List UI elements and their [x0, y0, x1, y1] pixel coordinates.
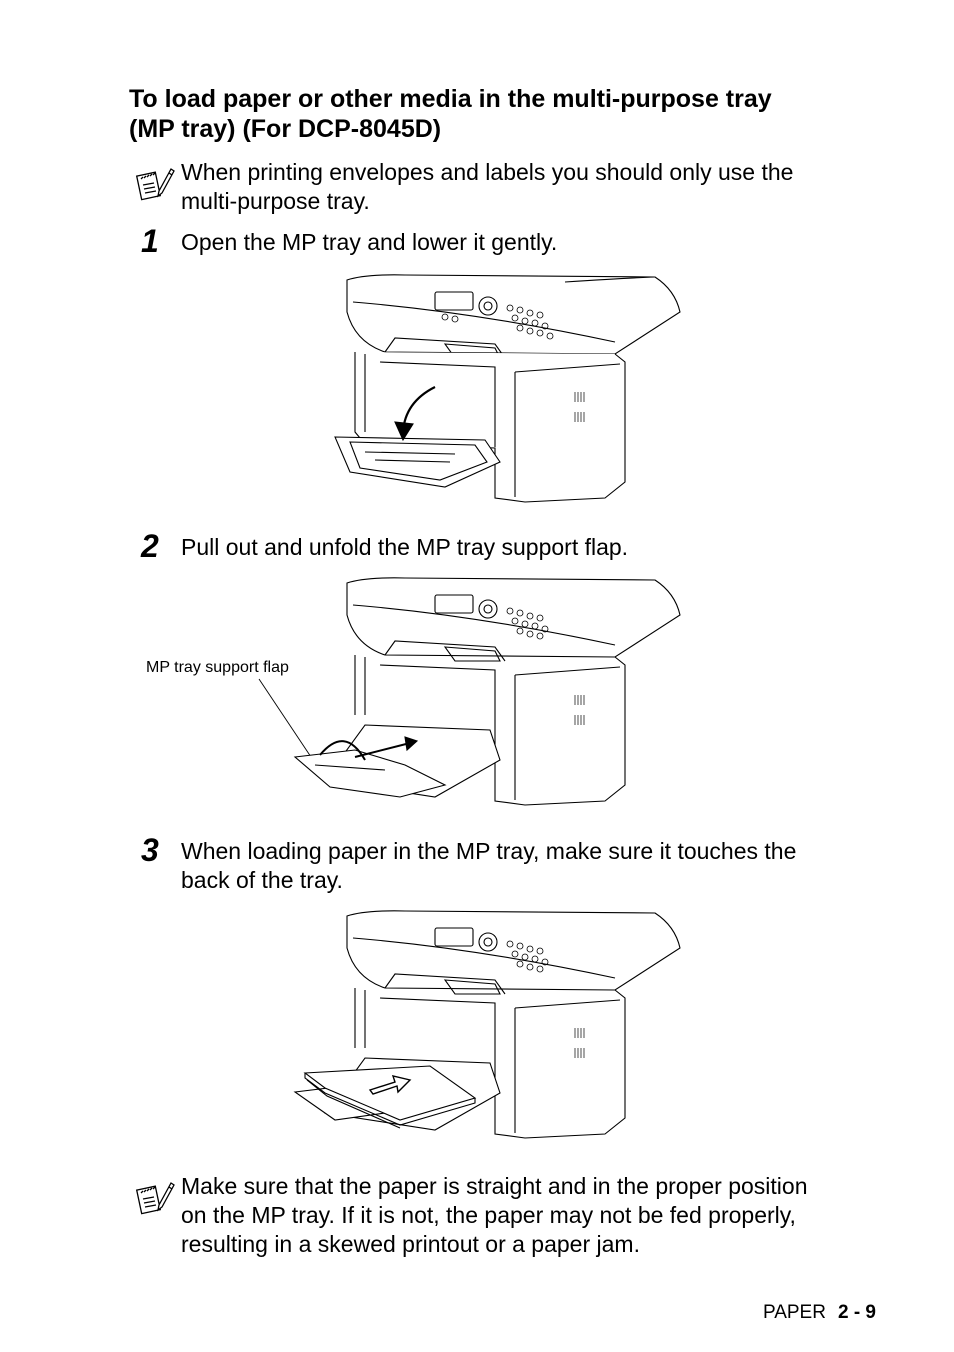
note-1-line-2: multi-purpose tray.: [181, 188, 370, 214]
step-1-number: 1: [141, 223, 159, 259]
section-heading: To load paper or other media in the mult…: [129, 84, 889, 144]
footer-section: PAPER: [762, 1302, 826, 1323]
step-2-text: Pull out and unfold the MP tray support …: [181, 533, 871, 562]
step-1-line-1: Open the MP tray and lower it gently.: [181, 229, 558, 255]
step-3-line-2: back of the tray.: [181, 867, 343, 893]
step-3-number: 3: [141, 832, 159, 868]
footer-page-number: 2 - 9: [837, 1302, 876, 1323]
note-1-line-1: When printing envelopes and labels you s…: [181, 159, 794, 185]
note-pad-pencil-icon: [135, 1177, 175, 1217]
page-footer: PAPER 2 - 9: [763, 1302, 876, 1324]
figure-support-flap: [255, 575, 685, 810]
step-3-line-1: When loading paper in the MP tray, make …: [181, 838, 797, 864]
note-2-line-2: on the MP tray. If it is not, the paper …: [181, 1202, 796, 1228]
heading-line-1: To load paper or other media in the mult…: [129, 85, 772, 113]
step-2-line-1: Pull out and unfold the MP tray support …: [181, 534, 629, 560]
note-1-text: When printing envelopes and labels you s…: [181, 158, 871, 216]
heading-line-2: (MP tray) (For DCP-8045D): [129, 115, 442, 143]
step-1-text: Open the MP tray and lower it gently.: [181, 228, 871, 257]
note-pad-pencil-icon: [135, 163, 175, 203]
note-2-line-1: Make sure that the paper is straight and…: [181, 1173, 808, 1199]
figure-open-mp-tray: [325, 272, 685, 507]
step-3-text: When loading paper in the MP tray, make …: [181, 837, 871, 895]
note-2-line-3: resulting in a skewed printout or a pape…: [181, 1231, 640, 1257]
note-2-text: Make sure that the paper is straight and…: [181, 1172, 871, 1259]
callout-mp-tray-support-flap: MP tray support flap: [146, 659, 289, 676]
figure-load-paper: [290, 908, 685, 1143]
step-2-number: 2: [141, 528, 159, 564]
